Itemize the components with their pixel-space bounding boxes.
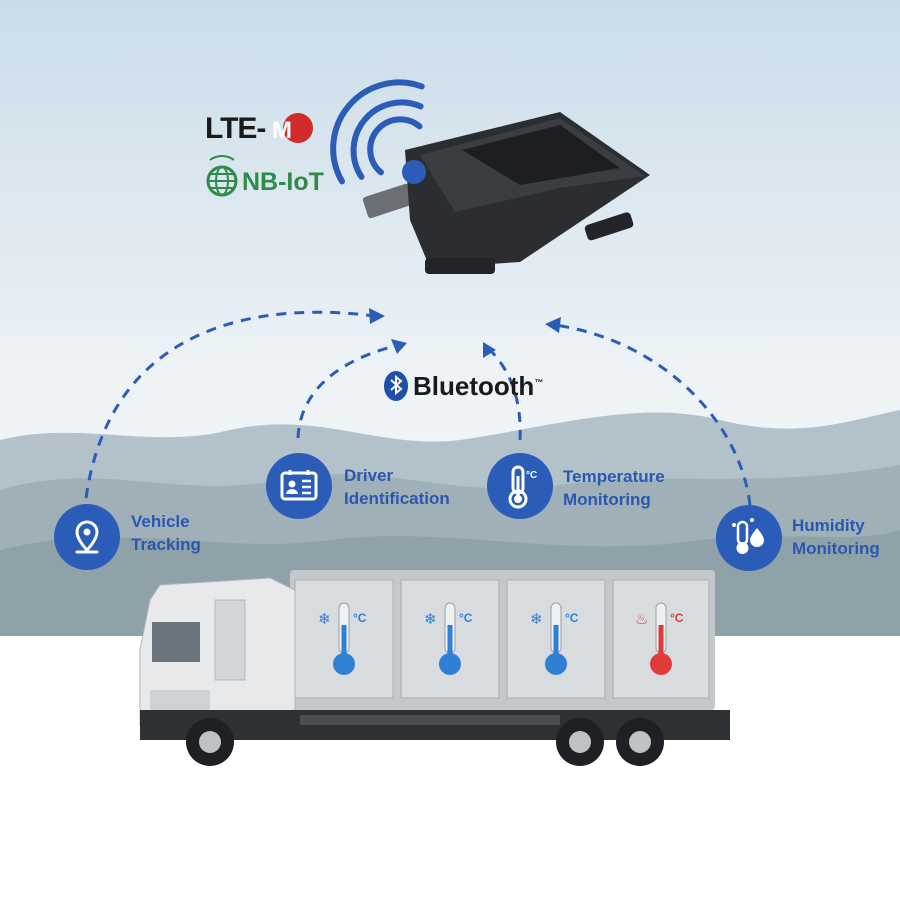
location-pin-icon [54,504,120,570]
flame-icon: ♨ [635,611,648,628]
bluetooth-label: Bluetooth™ [413,371,543,402]
lte-text: LTE- [205,112,266,145]
trademark: ™ [534,377,544,388]
refrigerated-truck [139,570,730,766]
feature-label-line1: Humidity [792,516,865,535]
cold-thermometer-icon: ❄ °C [530,602,579,675]
celsius-unit: °C [565,611,579,625]
lte-m-badge: M [271,117,292,144]
celsius-unit: °C [459,611,473,625]
feature-temperature-monitoring: Temperature Monitoring [563,465,665,511]
hot-thermometer-icon: ♨ °C [635,602,684,675]
feature-label-line1: Temperature [563,467,665,486]
feature-label-line2: Monitoring [792,539,880,558]
bluetooth-text: Bluetooth [413,371,535,401]
lte-m-label: LTE-M [205,112,296,146]
feature-vehicle-tracking: Vehicle Tracking [131,510,201,556]
feature-label-line2: Identification [344,489,450,508]
dashed-connection-arcs [84,310,752,506]
arrow-heads [369,308,561,358]
nbiot-label: NB-IoT [242,168,324,196]
snowflake-icon: ❄ [318,611,331,628]
snowflake-icon: ❄ [530,611,543,628]
celsius-unit: °C [670,611,684,625]
cold-thermometer-icon: ❄ °C [318,602,367,675]
tracker-device [362,112,650,274]
feature-label-line1: Driver [344,466,394,485]
feature-driver-identification: Driver Identification [344,464,450,510]
feature-label-line2: Tracking [131,535,201,554]
feature-humidity-monitoring: Humidity Monitoring [792,514,880,560]
celsius-unit: °C [353,611,367,625]
bluetooth-icon [384,371,408,401]
feature-label-line2: Monitoring [563,490,651,509]
snowflake-icon: ❄ [424,611,437,628]
id-card-icon [266,453,332,519]
cold-thermometer-icon: ❄ °C [424,602,473,675]
humidity-icon [716,505,782,571]
lte-m-logo [283,113,313,143]
thermometer-icon: °C [487,453,553,519]
nbiot-globe-icon [206,155,238,197]
signal-waves-icon [330,79,425,185]
feature-label-line1: Vehicle [131,512,190,531]
svg-text:°C: °C [526,470,537,481]
